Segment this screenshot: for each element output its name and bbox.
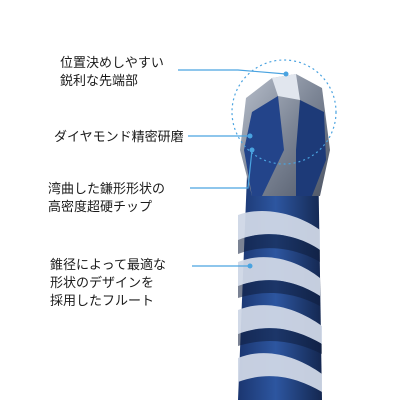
callout-diamond-grinding-line-1: ダイヤモンド精密研磨 [54, 130, 184, 145]
callout-flute-line-2: 形状のデザインを [50, 276, 155, 291]
flute-shadows [238, 234, 322, 354]
callout-flute: 錐径によって最適な 形状のデザインを 採用したフルート [50, 257, 166, 311]
callout-carbide-chip: 湾曲した鎌形形状の 高密度超硬チップ [48, 181, 165, 217]
tip-blue-face-right [296, 100, 326, 196]
leader-dots [247, 71, 289, 269]
callout-carbide-chip-line-2: 高密度超硬チップ [48, 200, 153, 215]
callout-sharp-tip-line-2: 鋭利な先端部 [60, 74, 139, 89]
callout-diamond-grinding: ダイヤモンド精密研磨 [54, 129, 184, 147]
tip-highlight-circle [231, 59, 337, 165]
callout-sharp-tip: 位置決めしやすい 鋭利な先端部 [60, 55, 164, 91]
callout-carbide-chip-line-1: 湾曲した鎌形形状の [48, 182, 166, 197]
tip-edge-highlight [272, 74, 300, 100]
spiral-flutes [238, 210, 322, 392]
callout-flute-line-1: 錐径によって最適な [50, 258, 166, 273]
callout-flute-line-3: 採用したフルート [50, 294, 155, 309]
tip-blue-face [244, 96, 284, 196]
callout-leaders [178, 69, 287, 267]
callout-sharp-tip-line-1: 位置決めしやすい [60, 56, 164, 71]
